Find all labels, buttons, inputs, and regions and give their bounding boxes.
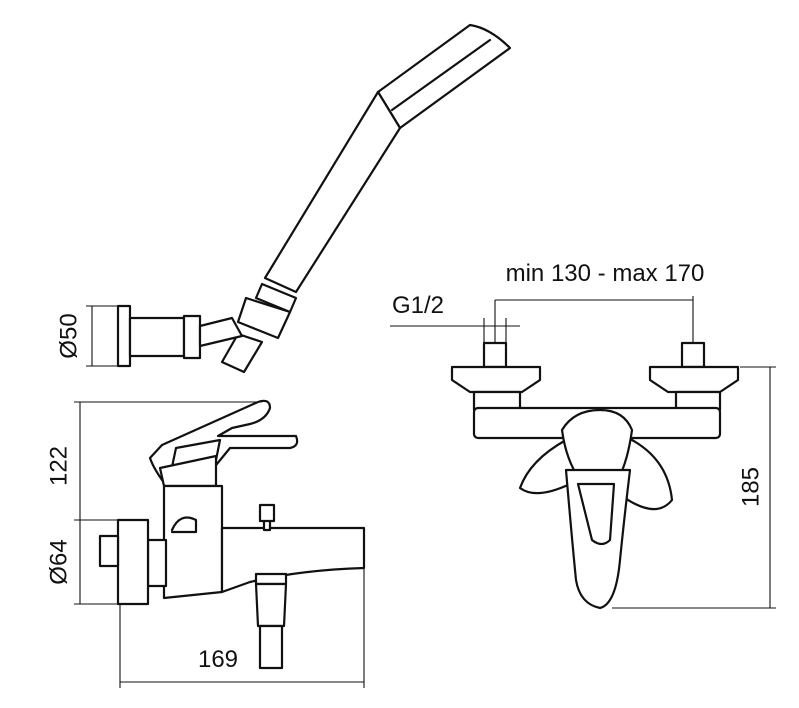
wall-pipe [98,534,120,568]
front-lever [564,468,632,610]
right-inlet-stem [680,341,706,369]
dim-g12-label: G1/2 [392,292,444,319]
mixer-body [162,484,224,600]
shower-head-face-line [390,38,492,112]
hose-stub [220,332,264,374]
hand-shower-view: Ø50 [55,23,512,374]
diverter-knob [258,503,276,523]
mixer-side-view: 122 Ø64 169 [45,399,366,688]
front-cartridge [560,408,634,482]
swivel-connector [236,296,292,340]
holder-wall-plate [116,304,132,368]
wall-flange [116,518,150,606]
outlet-taper [254,582,288,628]
mixer-body-recess [170,516,198,534]
connector-nut [146,538,168,588]
dim-169-label: 169 [198,646,238,673]
spout [220,526,366,594]
holder-ring [182,314,202,360]
front-lever-inner [576,482,616,546]
holder-joint [198,316,244,348]
dim-122-label: 122 [45,446,72,486]
dim-o64-label: Ø64 [45,539,72,584]
dim-o50-label: Ø50 [55,313,82,358]
shower-handle [263,90,402,294]
left-inlet-stem [482,341,508,369]
left-rosette [450,365,542,394]
outlet-nut [254,572,288,586]
dim-centre-label: min 130 - max 170 [506,260,705,287]
holder-body [128,316,186,358]
outlet-tail [258,624,284,670]
right-rosette [648,365,740,394]
mixer-front-view: G1/2 min 130 - max 170 185 [390,260,776,610]
dim-185-label: 185 [737,467,764,507]
shower-head [376,23,512,130]
